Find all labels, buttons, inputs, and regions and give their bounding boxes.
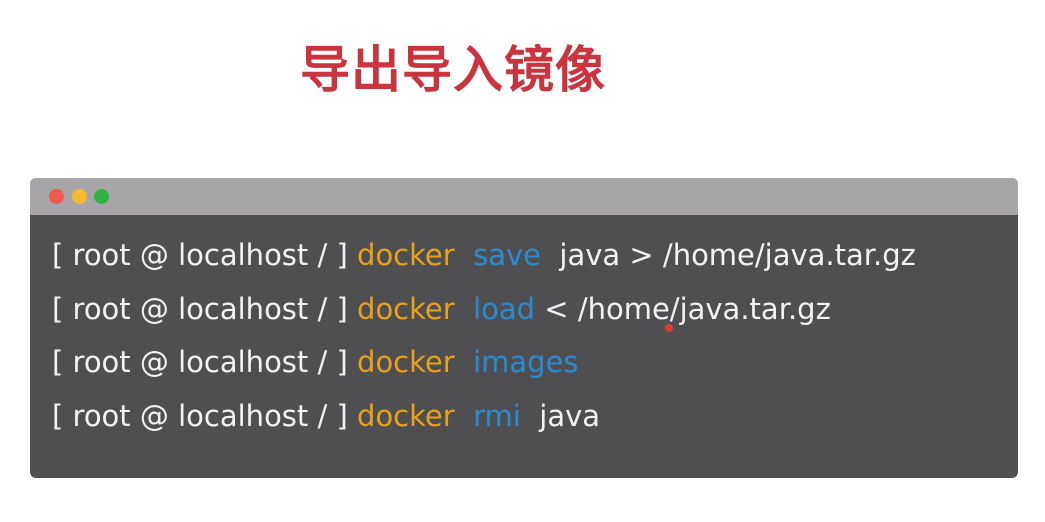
terminal-title-bar — [30, 178, 1018, 215]
page-title: 导出导入镜像 — [300, 41, 606, 99]
subcommand: images — [473, 345, 579, 379]
arguments: java — [539, 398, 601, 433]
minimize-dot-icon[interactable] — [72, 189, 87, 204]
command: docker — [357, 398, 455, 433]
command: docker — [357, 238, 455, 272]
arguments: java > /home/java.tar.gz — [559, 238, 916, 272]
prompt: [ root @ localhost / ] — [52, 291, 358, 326]
mouse-cursor-icon — [665, 324, 673, 332]
maximize-dot-icon[interactable] — [94, 189, 109, 204]
terminal-window: [ root @ localhost / ] docker save java … — [30, 178, 1018, 478]
prompt: [ root @ localhost / ] — [52, 345, 358, 379]
command: docker — [357, 291, 455, 326]
command: docker — [357, 345, 455, 379]
close-dot-icon[interactable] — [49, 189, 64, 204]
subcommand: save — [473, 238, 541, 272]
arguments: < /home/java.tar.gz — [544, 291, 831, 326]
terminal-line: [ root @ localhost / ] docker rmi java — [30, 396, 1018, 450]
prompt: [ root @ localhost / ] — [52, 238, 358, 272]
subcommand: load — [473, 291, 536, 326]
terminal-line: [ root @ localhost / ] docker load < /ho… — [30, 289, 1018, 343]
terminal-line: [ root @ localhost / ] docker images — [30, 342, 1018, 396]
prompt: [ root @ localhost / ] — [52, 398, 358, 433]
subcommand: rmi — [473, 398, 521, 433]
terminal-line: [ root @ localhost / ] docker save java … — [30, 235, 1018, 289]
